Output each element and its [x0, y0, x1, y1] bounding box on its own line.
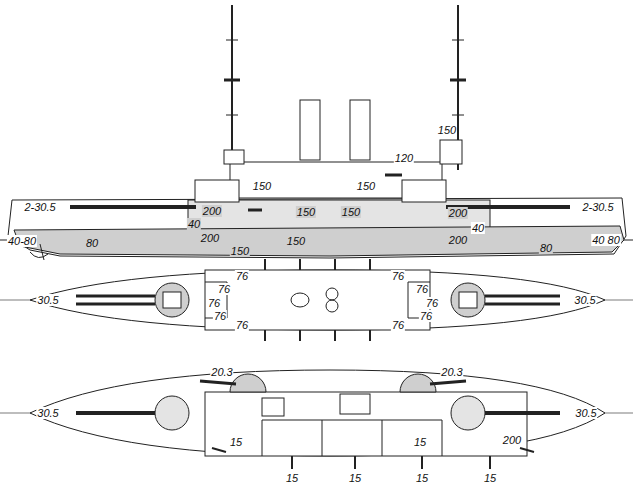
armor-thickness: 76 [235, 270, 249, 282]
armor-thickness: 200 [502, 434, 522, 446]
armor-thickness: 200 [202, 205, 222, 217]
armor-thickness: 30.5 [36, 294, 59, 306]
armor-thickness: 150 [356, 180, 376, 192]
armor-thickness: 30.5 [573, 294, 596, 306]
armor-thickness: 76 [213, 310, 227, 322]
armor-thickness: 15 [229, 436, 243, 448]
armor-thickness: 15 [483, 472, 497, 484]
armor-thickness: 76 [425, 297, 439, 309]
armor-thickness: 76 [207, 297, 221, 309]
armor-thickness: 76 [391, 270, 405, 282]
armor-thickness: 40 80 [591, 234, 621, 246]
armor-thickness: 76 [217, 283, 231, 295]
armor-thickness: 30.5 [574, 407, 597, 419]
armor-thickness: 150 [341, 206, 361, 218]
armor-thickness: 2-30.5 [23, 201, 56, 213]
armor-thickness: 150 [437, 124, 457, 136]
armor-thickness: 150 [296, 206, 316, 218]
armor-thickness: 40 [471, 222, 485, 234]
armor-thickness: 15 [348, 472, 362, 484]
armor-thickness: 40 [187, 218, 201, 230]
armor-thickness: 76 [235, 319, 249, 331]
armor-thickness: 80 [85, 237, 99, 249]
armor-thickness: 30.5 [36, 407, 59, 419]
armor-thickness: 80 [539, 242, 553, 254]
armor-thickness: 15 [415, 472, 429, 484]
armor-thickness: 76 [419, 310, 433, 322]
armor-thickness: 15 [413, 436, 427, 448]
side-profile [0, 5, 633, 260]
armor-thickness: 20.3 [210, 366, 233, 378]
armor-thickness: 200 [448, 207, 468, 219]
armor-thickness: 120 [394, 152, 414, 164]
armor-thickness: 2-30.5 [581, 201, 614, 213]
armor-thickness: 200 [200, 232, 220, 244]
armor-thickness: 76 [415, 283, 429, 295]
armor-thickness: 200 [448, 234, 468, 246]
lower-plan [0, 370, 633, 469]
armor-thickness: 150 [286, 235, 306, 247]
armor-thickness: 15 [285, 472, 299, 484]
armor-thickness: 150 [252, 180, 272, 192]
armor-thickness: 20.3 [440, 366, 463, 378]
upper-plan [0, 259, 633, 341]
armor-thickness: 40-80 [7, 235, 37, 247]
armor-thickness: 150 [230, 245, 250, 257]
armor-thickness: 76 [391, 319, 405, 331]
